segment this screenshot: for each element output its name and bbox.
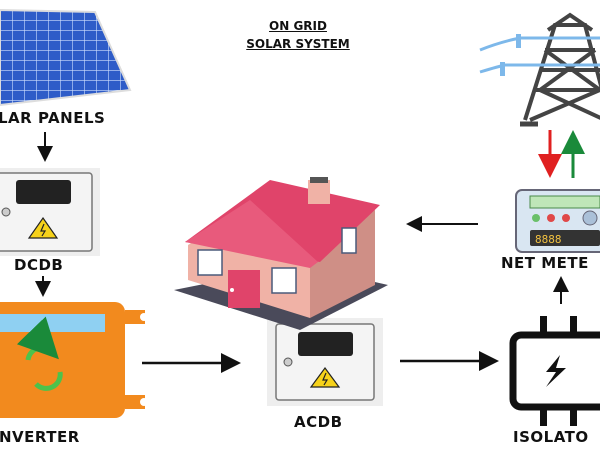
dcdb-box-icon (0, 168, 100, 256)
diagram-title-line1: ON GRID (269, 19, 327, 33)
inverter-icon (0, 302, 148, 418)
diagram-title-line2: SOLAR SYSTEM (246, 37, 350, 51)
label-dcdb: DCDB (14, 256, 64, 274)
svg-text:8888: 8888 (535, 233, 562, 246)
acdb-box-icon (267, 318, 383, 406)
label-solar-panels: LAR PANELS (0, 109, 106, 127)
isolator-icon (509, 316, 600, 426)
label-inverter: NVERTER (0, 428, 80, 446)
solar-panel-icon (0, 8, 132, 107)
label-net-meter: NET METE (501, 254, 589, 272)
net-meter-icon: 8888 (515, 189, 600, 253)
transmission-tower-icon (479, 12, 600, 127)
label-isolator: ISOLATO (513, 428, 589, 446)
label-acdb: ACDB (294, 413, 343, 431)
house-icon (174, 177, 388, 330)
